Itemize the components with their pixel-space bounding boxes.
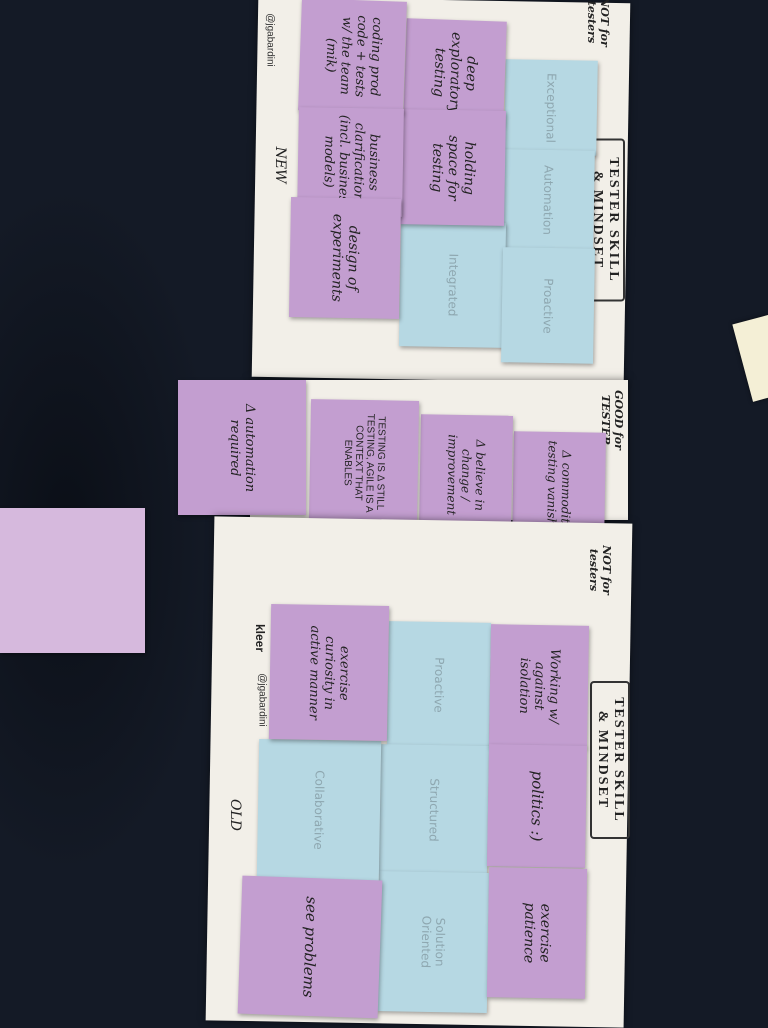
pink-note-coding: coding prod code + tests w/ the team (mi… bbox=[298, 0, 407, 114]
stray-blank-note bbox=[0, 508, 145, 653]
sheet-old-brand: kleer bbox=[253, 623, 267, 653]
pink-note-exercise-curiosity: exercise curiosity in active manner bbox=[268, 603, 390, 742]
blue-note-solution-oriented: Solution Oriented bbox=[376, 871, 490, 1013]
pink-note-design-experiments: design of experiments bbox=[288, 197, 402, 319]
blue-note-proactive: Proactive bbox=[501, 247, 595, 364]
blue-note-collaborative: Collaborative bbox=[256, 738, 382, 882]
note-testing-still-testing: TESTING IS Δ STILL TESTING, AGILE IS A C… bbox=[308, 399, 420, 526]
pink-note-politics: politics :) bbox=[486, 744, 588, 868]
blue-note-integrated: Integrated bbox=[398, 221, 507, 348]
pink-note-holding-space: holding space for testing bbox=[399, 109, 506, 226]
blue-note-exceptional: Exceptional bbox=[504, 59, 598, 156]
sheet-old-handle: @jgabardini bbox=[256, 673, 268, 727]
sheet-old-section-label: OLD bbox=[227, 799, 243, 831]
note-automation-required: Δ automation required bbox=[178, 380, 306, 515]
blue-note-structured: Structured bbox=[378, 744, 490, 876]
sheet-new-not-for-testers: NOT for testers bbox=[585, 0, 611, 47]
edge-card bbox=[732, 314, 768, 402]
note-believe-change: Δ believe in change / improvement bbox=[418, 414, 514, 536]
pink-note-working-isolation: Working w/ against isolation bbox=[488, 624, 590, 748]
blue-note-proactive-old: Proactive bbox=[386, 621, 492, 748]
pink-note-exercise-patience: exercise patience bbox=[486, 867, 588, 999]
sheet-old-not-for-testers: NOT for testers bbox=[587, 545, 613, 595]
sheet-new-handle: @jgabardini bbox=[264, 13, 276, 67]
sheet-new-section-label: NEW bbox=[272, 146, 288, 184]
pink-note-see-problems: see problems bbox=[237, 875, 383, 1019]
sheet-old-title: TESTER SKILL & MINDSET bbox=[590, 681, 630, 839]
blue-note-automation: Automation bbox=[501, 149, 595, 251]
